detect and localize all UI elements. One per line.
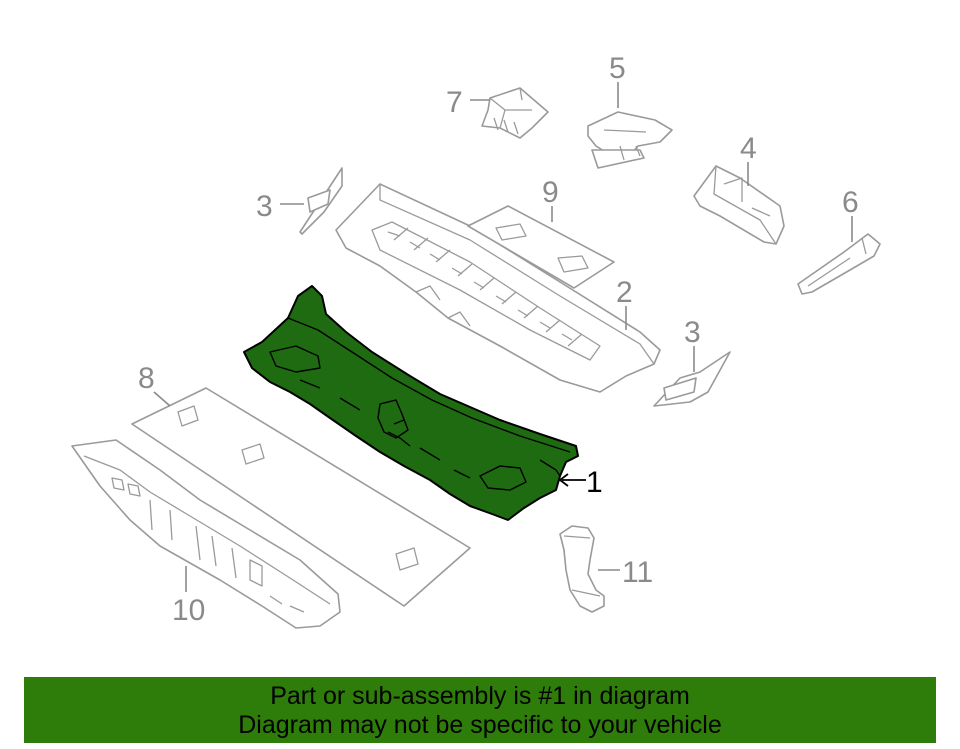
- callout-6: 6: [842, 186, 859, 219]
- part-11-duct: [559, 525, 605, 613]
- part-1-arrowhead: [558, 473, 569, 487]
- callout-10: 10: [172, 594, 205, 627]
- callout-3-left: 3: [256, 190, 273, 223]
- callout-2: 2: [616, 276, 633, 309]
- callout-9: 9: [542, 176, 559, 209]
- callout-11: 11: [622, 556, 653, 589]
- part-5-bracket: [587, 111, 673, 169]
- notice-banner: Part or sub-assembly is #1 in diagram Di…: [24, 677, 936, 743]
- callout-1: 1: [586, 466, 603, 499]
- banner-line-2: Diagram may not be specific to your vehi…: [238, 711, 722, 739]
- part-8-leader: [153, 391, 171, 407]
- callout-8: 8: [138, 362, 155, 395]
- part-9-seal: [467, 205, 615, 289]
- part-8-insulator: [131, 387, 471, 607]
- part-3-left-bracket: [299, 167, 343, 235]
- parts-diagram: 7 5 4 6 3 2 9: [71, 52, 881, 629]
- part-10-dash-panel: [71, 439, 341, 629]
- callout-4: 4: [740, 132, 757, 165]
- callout-3-right: 3: [684, 316, 701, 349]
- part-6-bracket: [797, 233, 881, 295]
- banner-line-1: Part or sub-assembly is #1 in diagram: [270, 682, 690, 710]
- part-3-right-bracket: [653, 351, 731, 407]
- part-1-cowl-top-panel: [243, 285, 579, 521]
- callout-7: 7: [446, 86, 463, 119]
- part-7-bracket: [481, 87, 549, 139]
- part-4-bracket: [693, 165, 785, 245]
- callout-5: 5: [609, 52, 626, 85]
